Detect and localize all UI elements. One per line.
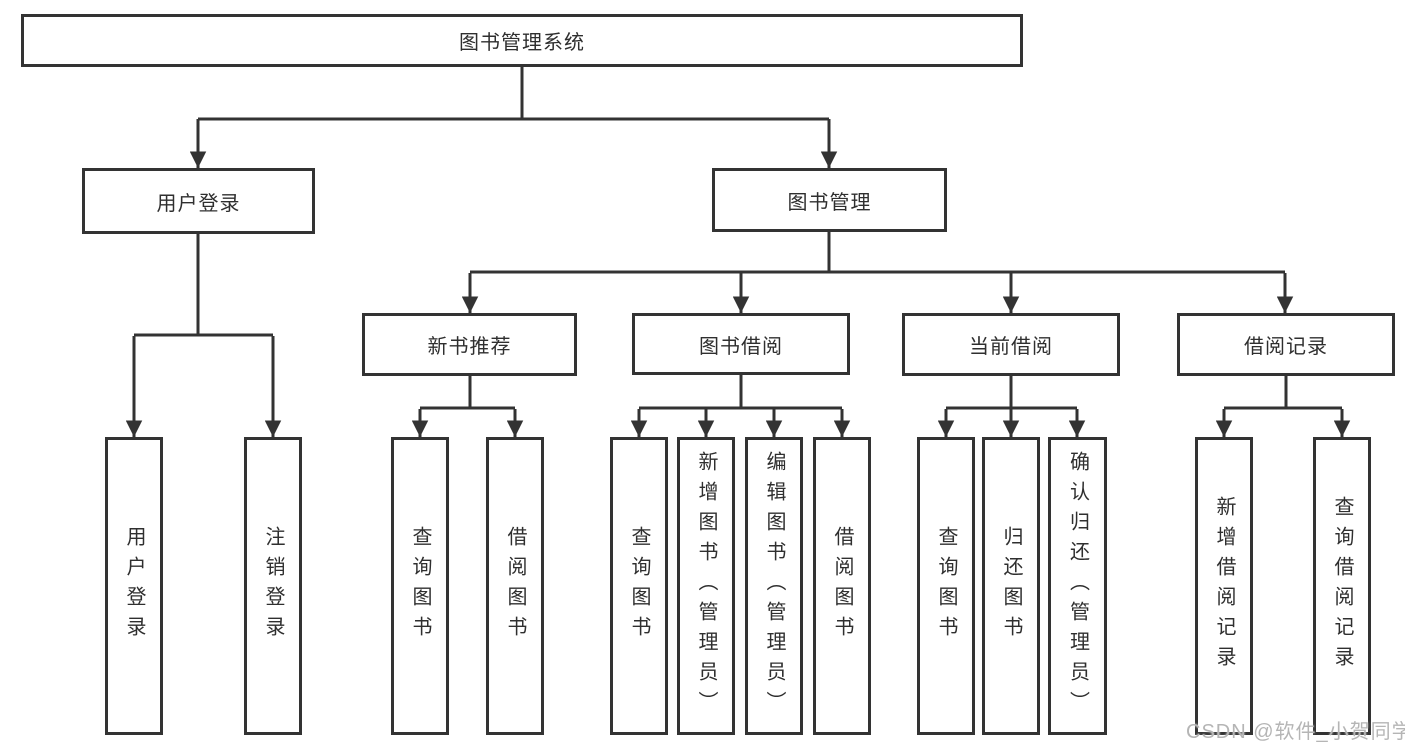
node-book-borrowing: 图书借阅: [632, 313, 850, 375]
leaf-query-books: 查询图书: [610, 437, 668, 735]
leaf-query-books: 查询图书: [917, 437, 975, 735]
node-current-borrowing: 当前借阅: [902, 313, 1120, 376]
leaf-query-books: 查询图书: [391, 437, 449, 735]
leaf-borrow-books: 借阅图书: [813, 437, 871, 735]
node-new-book-recommendation: 新书推荐: [362, 313, 577, 376]
leaf-return-books: 归还图书: [982, 437, 1040, 735]
node-library-system: 图书管理系统: [21, 14, 1023, 67]
leaf-edit-books-admin: 编辑图书（管理员）: [745, 437, 803, 735]
node-borrow-records: 借阅记录: [1177, 313, 1395, 376]
node-user-login: 用户登录: [82, 168, 315, 234]
leaf-query-borrow-record: 查询借阅记录: [1313, 437, 1371, 735]
leaf-confirm-return-admin: 确认归还（管理员）: [1048, 437, 1107, 735]
leaf-add-books-admin: 新增图书（管理员）: [677, 437, 735, 735]
leaf-add-borrow-record: 新增借阅记录: [1195, 437, 1253, 735]
leaf-borrow-books: 借阅图书: [486, 437, 544, 735]
watermark: CSDN @软件_小贺同学: [1186, 721, 1405, 743]
leaf-user-login: 用户登录: [105, 437, 163, 735]
leaf-logout: 注销登录: [244, 437, 302, 735]
node-book-management: 图书管理: [712, 168, 947, 232]
